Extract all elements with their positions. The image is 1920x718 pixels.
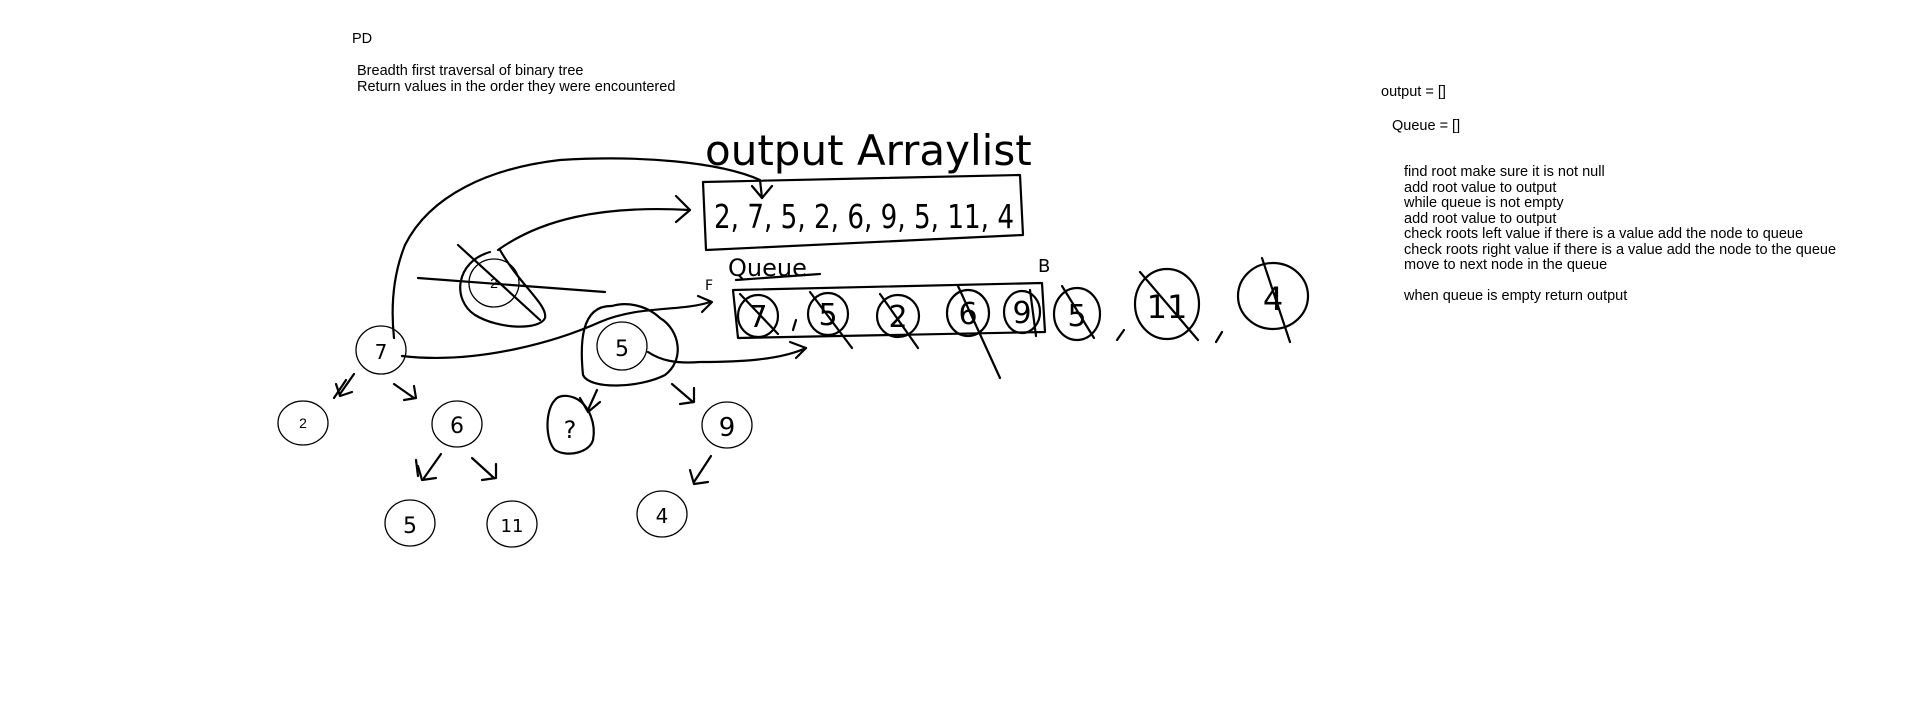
queue-item: 2: [875, 292, 921, 350]
queue-item: 7: [736, 292, 780, 339]
node-value: 7: [375, 340, 388, 364]
tree-node-left: 7: [355, 325, 407, 375]
algorithm-step: check roots left value if there is a val…: [1404, 226, 1804, 242]
arrowhead: [678, 386, 696, 406]
tree-node-lr-right: 11: [486, 500, 538, 548]
queue-label-underline: [734, 272, 822, 282]
arrowhead: [688, 468, 710, 486]
queue-item-value: 5: [1067, 299, 1086, 334]
arrowhead: [402, 384, 418, 402]
algorithm-step: while queue is not empty: [1404, 195, 1564, 211]
problem-line: Breadth first traversal of binary tree: [357, 63, 584, 79]
queue-item-value: 6: [958, 297, 977, 332]
queue-item: 9: [1002, 288, 1042, 338]
queue-item: 5: [1052, 284, 1102, 342]
queue-back-marker: B: [1038, 256, 1050, 277]
queue-item: 4: [1236, 256, 1310, 344]
queue-state: Queue = []: [1392, 118, 1461, 134]
tree-node-right-right: 9: [701, 401, 753, 449]
algorithm-step: add root value to output: [1404, 210, 1557, 227]
output-state: output = []: [1381, 84, 1446, 100]
edge-arrow: [422, 452, 443, 480]
queue-comma: [791, 318, 798, 332]
edge-arrow: [470, 456, 496, 480]
root-to-output-arrow: [496, 207, 692, 252]
edge-arrow: [414, 458, 420, 478]
queue-item-value: 9: [1012, 296, 1031, 331]
node-value: 6: [450, 414, 464, 439]
tree-node-rr-left: 4: [636, 490, 688, 538]
queue-comma: [1115, 328, 1126, 342]
arrowhead: [480, 462, 498, 482]
edge-arrow: [586, 388, 599, 412]
node-value: 2: [299, 415, 307, 431]
queue-box: [731, 281, 1047, 340]
arrowhead: [416, 464, 438, 482]
output-arraylist-label: output Arraylist: [705, 126, 1032, 175]
node-value: 9: [719, 413, 736, 443]
node-value: 11: [501, 516, 524, 537]
arrowhead: [674, 194, 692, 224]
node-value: ?: [564, 416, 577, 444]
tree-node-right: 5: [580, 303, 679, 387]
arrowhead: [788, 340, 808, 360]
queue-front-marker: F: [705, 278, 713, 294]
algorithm-step: move to next node in the queue: [1404, 257, 1608, 273]
problem-line: Return values in the order they were enc…: [357, 78, 676, 95]
edge-arrow: [692, 454, 713, 484]
tree-node-left-right: 6: [431, 400, 483, 448]
tree-node-right-left: ?: [546, 394, 595, 455]
arrowhead: [696, 294, 714, 314]
tree-node-root: 2: [416, 243, 607, 328]
node-value: 4: [656, 504, 669, 528]
arrowhead: [334, 382, 354, 398]
edge-arrow: [332, 378, 348, 400]
node-value: 5: [615, 337, 629, 362]
node-value: 5: [403, 514, 417, 539]
tree-node-left-left: 2: [277, 400, 329, 446]
algorithm-step: check roots right value if there is a va…: [1404, 241, 1837, 258]
edge-arrow: [670, 382, 695, 404]
tree-node-lr-left: 5: [384, 499, 436, 547]
problem-code: PD: [352, 31, 373, 47]
queue-item: 6: [945, 284, 1002, 380]
left-to-queue-arrow: [400, 300, 712, 359]
algorithm-final-step: when queue is empty return output: [1404, 288, 1628, 304]
output-array-values: 2, 7, 5, 2, 6, 9, 5, 11, 4: [714, 197, 1014, 236]
edge-arrow: [392, 382, 416, 400]
algorithm-step: find root make sure it is not null: [1404, 164, 1605, 180]
left-to-output-arrow: [391, 157, 764, 340]
arrowhead: [750, 184, 774, 200]
output-array-box: [701, 173, 1025, 252]
algorithm-step: add root value to output: [1404, 179, 1557, 196]
right-to-queue-arrow: [646, 346, 808, 364]
queue-comma: [1214, 330, 1224, 344]
queue-item: 11: [1133, 267, 1201, 342]
edge-arrow: [338, 372, 356, 396]
queue-item: 5: [806, 290, 854, 350]
